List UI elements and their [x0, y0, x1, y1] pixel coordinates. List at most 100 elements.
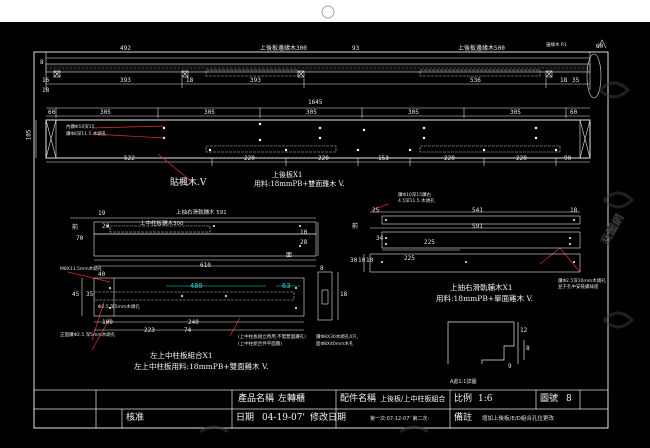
dim-8-profile: 8 [320, 265, 324, 272]
front-mark-right: 前 [352, 223, 359, 230]
dim-105: 105 [25, 129, 33, 141]
dim-18a: 18 [186, 77, 194, 84]
note-assembly-b: (上中柱組合件平面圖) [238, 342, 283, 347]
note-right-b: 並于孔中安裝螺絲座 [558, 285, 599, 290]
checker-label: 核准 [126, 413, 145, 423]
material-slide-rail: 用料:18mmPB+單面雞木 V. [436, 294, 534, 303]
front-view [35, 107, 591, 166]
note-hinge: M8X11.5mm木頭孔 [60, 267, 103, 272]
caption-mid-material: 左上中柱板用料:18mmPB+雙面雞木 V. [134, 362, 269, 371]
dim-40: 40 [98, 271, 106, 278]
dim-28-left: 28 [300, 239, 308, 246]
hole-note-a: 內鑽Φ10深15 [66, 125, 95, 130]
note-right-a: 鑽Φ2.5深10mm木頭孔 [558, 279, 606, 284]
right-rail [363, 211, 581, 273]
front-mark-left: 前 [72, 224, 79, 231]
dim-240: 240 [188, 319, 199, 326]
dim-34: 34 [376, 235, 384, 242]
label-back-board: 上後板X1 [272, 171, 303, 179]
dim-25: 25 [372, 207, 380, 214]
right-note-top: 鑽Φ10深15鑽右 [398, 193, 431, 198]
dim-70: 70 [76, 235, 84, 242]
product-value: 左轉櫃 [278, 394, 306, 404]
sheet-label: 圖號 [540, 394, 559, 404]
dim-seg-305e: 305 [510, 109, 521, 116]
edge-note: 邊緣木 R1 [546, 43, 567, 48]
label-slide-rail: 上抽右滑軌輔木X1 [450, 283, 513, 292]
detail-dim-9: 9 [508, 363, 512, 370]
title-block [33, 389, 609, 429]
dim-seg-305c: 305 [306, 109, 317, 116]
dim-35: 35 [572, 77, 580, 84]
dim-220c: 220 [444, 155, 455, 162]
dim-63: 63 [282, 282, 291, 290]
part-label: 配件名稱 [340, 394, 377, 404]
dim-225: 225 [424, 239, 435, 246]
right-rail-holes [381, 219, 575, 263]
detail-label: A處1:1詳圖 [450, 379, 477, 385]
dim-220a: 220 [244, 155, 255, 162]
dim-10-left: 10 [300, 229, 308, 236]
dim-223: 223 [144, 327, 155, 334]
notes-label: 備註 [454, 413, 473, 423]
right-note-top2: 4.5深11.5 木頭孔 [398, 199, 435, 204]
canvas-background [0, 22, 650, 448]
left-rail [70, 217, 339, 331]
date-value: 04-19-07' [262, 413, 305, 423]
dim-60-right: 60 [596, 43, 604, 50]
face-mark: 面 [286, 252, 293, 259]
dim-18-right: 18 [570, 207, 578, 214]
pin-hole-icon [321, 5, 335, 19]
dim-541: 541 [472, 207, 483, 214]
dim-536: 536 [470, 77, 481, 84]
product-label: 產品名稱 [238, 394, 275, 404]
dim-seg-305d: 305 [408, 109, 419, 116]
dim-610: 610 [200, 262, 211, 269]
scale-label: 比例 [454, 394, 473, 404]
dim-100: 100 [102, 319, 113, 326]
detail-a [447, 321, 525, 364]
rail-left-title: 上抽右滑軌輔木 591 [176, 210, 227, 216]
dim-top-edge-500: 上後板邊緣木500 [458, 45, 505, 52]
dim-90: 90 [564, 155, 572, 162]
dim-220b: 220 [318, 155, 329, 162]
dim-top-edge-300: 上後板邊緣木300 [260, 45, 307, 52]
top-view [45, 52, 602, 99]
red-leader-lines [67, 125, 581, 351]
dim-591: 591 [472, 223, 483, 230]
section-marker-a [597, 39, 607, 49]
dim-10a-right: 10 [358, 257, 366, 264]
dim-16: 16 [42, 77, 50, 84]
caption-mid-assembly: 左上中柱板組合X1 [150, 351, 213, 360]
dim-18c: 18 [42, 87, 50, 94]
detail-dim-8: 8 [526, 345, 530, 352]
dim-seg-305a: 305 [100, 109, 111, 116]
note-face: 正面鑽Φ2.5 深5mm木頭孔 [60, 333, 116, 338]
detail-dim-12: 12 [520, 327, 528, 334]
dim-seg-305b: 305 [204, 109, 215, 116]
notes-value: 增加上後板/E/D組合孔位更改 [482, 416, 554, 422]
front-view-holes [162, 122, 558, 152]
sheet-value: 8 [566, 394, 572, 404]
dim-480: 480 [190, 282, 203, 290]
dim-35-left: 35 [86, 291, 94, 298]
dim-19: 19 [98, 210, 106, 217]
part-value: 上後板/上中柱板組合 [380, 395, 446, 403]
dim-93: 93 [352, 45, 360, 52]
dim-393a: 393 [120, 77, 131, 84]
revision-label: 修改日期 [310, 413, 347, 423]
dim-8-side: 8 [40, 59, 44, 66]
dim-20: 20 [102, 223, 110, 230]
dim-seg-60a: 60 [48, 109, 56, 116]
dim-18-profile: 18 [340, 291, 348, 298]
dim-30-right: 30 [350, 257, 358, 264]
date-label: 日期 [236, 413, 255, 423]
dim-1645: 1645 [308, 99, 323, 106]
revision-value: 第一次:07-12-07' 第二次: [370, 416, 430, 422]
caption-maple: 貼楓木.V [170, 178, 207, 188]
dim-45: 45 [72, 291, 80, 298]
dim-153: 153 [378, 155, 389, 162]
note-assembly-a: (上中柱板組立時用,不需雙面鑽孔) [238, 335, 306, 340]
dim-18b: 18 [560, 77, 568, 84]
